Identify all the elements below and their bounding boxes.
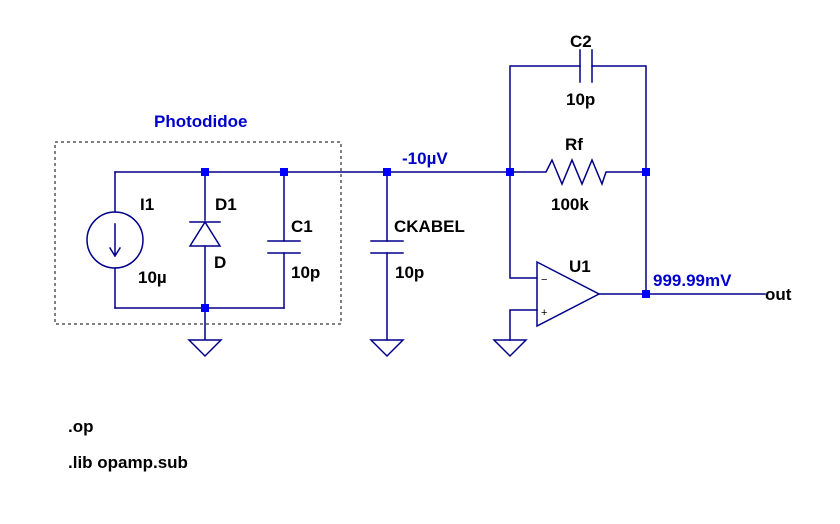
d1-ref-label: D1 (215, 195, 237, 214)
capacitor-ckabel[interactable] (369, 171, 405, 358)
junction-dot (642, 168, 650, 176)
ckabel-ref-label: CKABEL (394, 217, 465, 236)
opamp-noninverting-sign: + (541, 307, 547, 319)
c2-value-label: 10p (566, 90, 595, 109)
directive-op: .op (68, 417, 94, 436)
opamp-u1[interactable] (492, 171, 601, 358)
junction-dot (280, 168, 288, 176)
d1-model-label: D (214, 253, 226, 272)
i1-ref-label: I1 (140, 195, 154, 214)
current-source-i1[interactable] (86, 171, 144, 309)
directive-lib: .lib opamp.sub (68, 453, 188, 472)
u1-ref-label: U1 (569, 257, 591, 276)
i1-value-label: 10µ (138, 268, 167, 287)
output-net-label: out (765, 285, 792, 304)
junction-dot (506, 168, 514, 176)
output-node-voltage: 999.99mV (653, 271, 732, 290)
inverting-node-voltage: -10µV (402, 149, 448, 168)
ground-symbol-1 (187, 307, 223, 358)
capacitor-c2[interactable] (509, 49, 647, 173)
photodiode-group-label: Photodidoe (154, 112, 247, 131)
junction-dot (201, 168, 209, 176)
capacitor-c1[interactable] (267, 171, 301, 309)
output-wire (598, 171, 766, 295)
opamp-inverting-sign: − (541, 274, 547, 286)
rf-ref-label: Rf (565, 135, 583, 154)
junction-dot (383, 168, 391, 176)
ckabel-value-label: 10p (395, 263, 424, 282)
junction-dot (201, 304, 209, 312)
rf-value-label: 100k (551, 195, 589, 214)
resistor-rf[interactable] (509, 158, 647, 187)
c2-ref-label: C2 (570, 32, 592, 51)
junction-dot (642, 290, 650, 298)
c1-value-label: 10p (291, 263, 320, 282)
c1-ref-label: C1 (291, 217, 313, 236)
diode-d1[interactable] (188, 171, 222, 309)
